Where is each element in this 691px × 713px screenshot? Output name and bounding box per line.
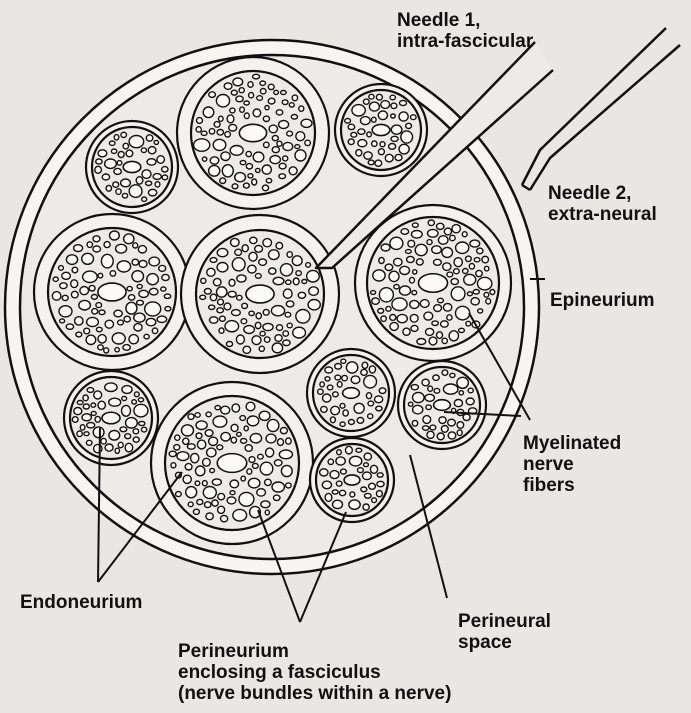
needle-1 bbox=[316, 42, 553, 268]
perineurium-label: Perineurium enclosing a fasciculus (nerv… bbox=[178, 641, 451, 704]
needle-1-label-line2: intra-fascicular bbox=[397, 31, 533, 52]
needle-2-label-line1: Needle 2, bbox=[548, 183, 657, 204]
needle-1-label-line1: Needle 1, bbox=[397, 10, 533, 31]
perineurium-label-line2: enclosing a fasciculus bbox=[178, 662, 451, 683]
myelinated-label-line3: fibers bbox=[523, 475, 621, 496]
myelinated-label-line2: nerve bbox=[523, 454, 621, 475]
epineurium-label: Epineurium bbox=[550, 290, 655, 311]
needle-2-label: Needle 2, extra-neural bbox=[548, 183, 657, 225]
perineural-label-line1: Perineural bbox=[458, 611, 551, 632]
needle-2-label-line2: extra-neural bbox=[548, 204, 657, 225]
endoneurium-label-text: Endoneurium bbox=[20, 592, 142, 613]
myelinated-fibers-label: Myelinated nerve fibers bbox=[523, 433, 621, 496]
endoneurium-label: Endoneurium bbox=[20, 592, 142, 613]
perineurium-label-line3: (nerve bundles within a nerve) bbox=[178, 683, 451, 704]
needle-1-label: Needle 1, intra-fascicular bbox=[397, 10, 533, 52]
perineural-label-line2: space bbox=[458, 632, 551, 653]
perineurium-label-line1: Perineurium bbox=[178, 641, 451, 662]
epineurium-label-text: Epineurium bbox=[550, 290, 655, 311]
perineural-space-label: Perineural space bbox=[458, 611, 551, 653]
myelinated-label-line1: Myelinated bbox=[523, 433, 621, 454]
